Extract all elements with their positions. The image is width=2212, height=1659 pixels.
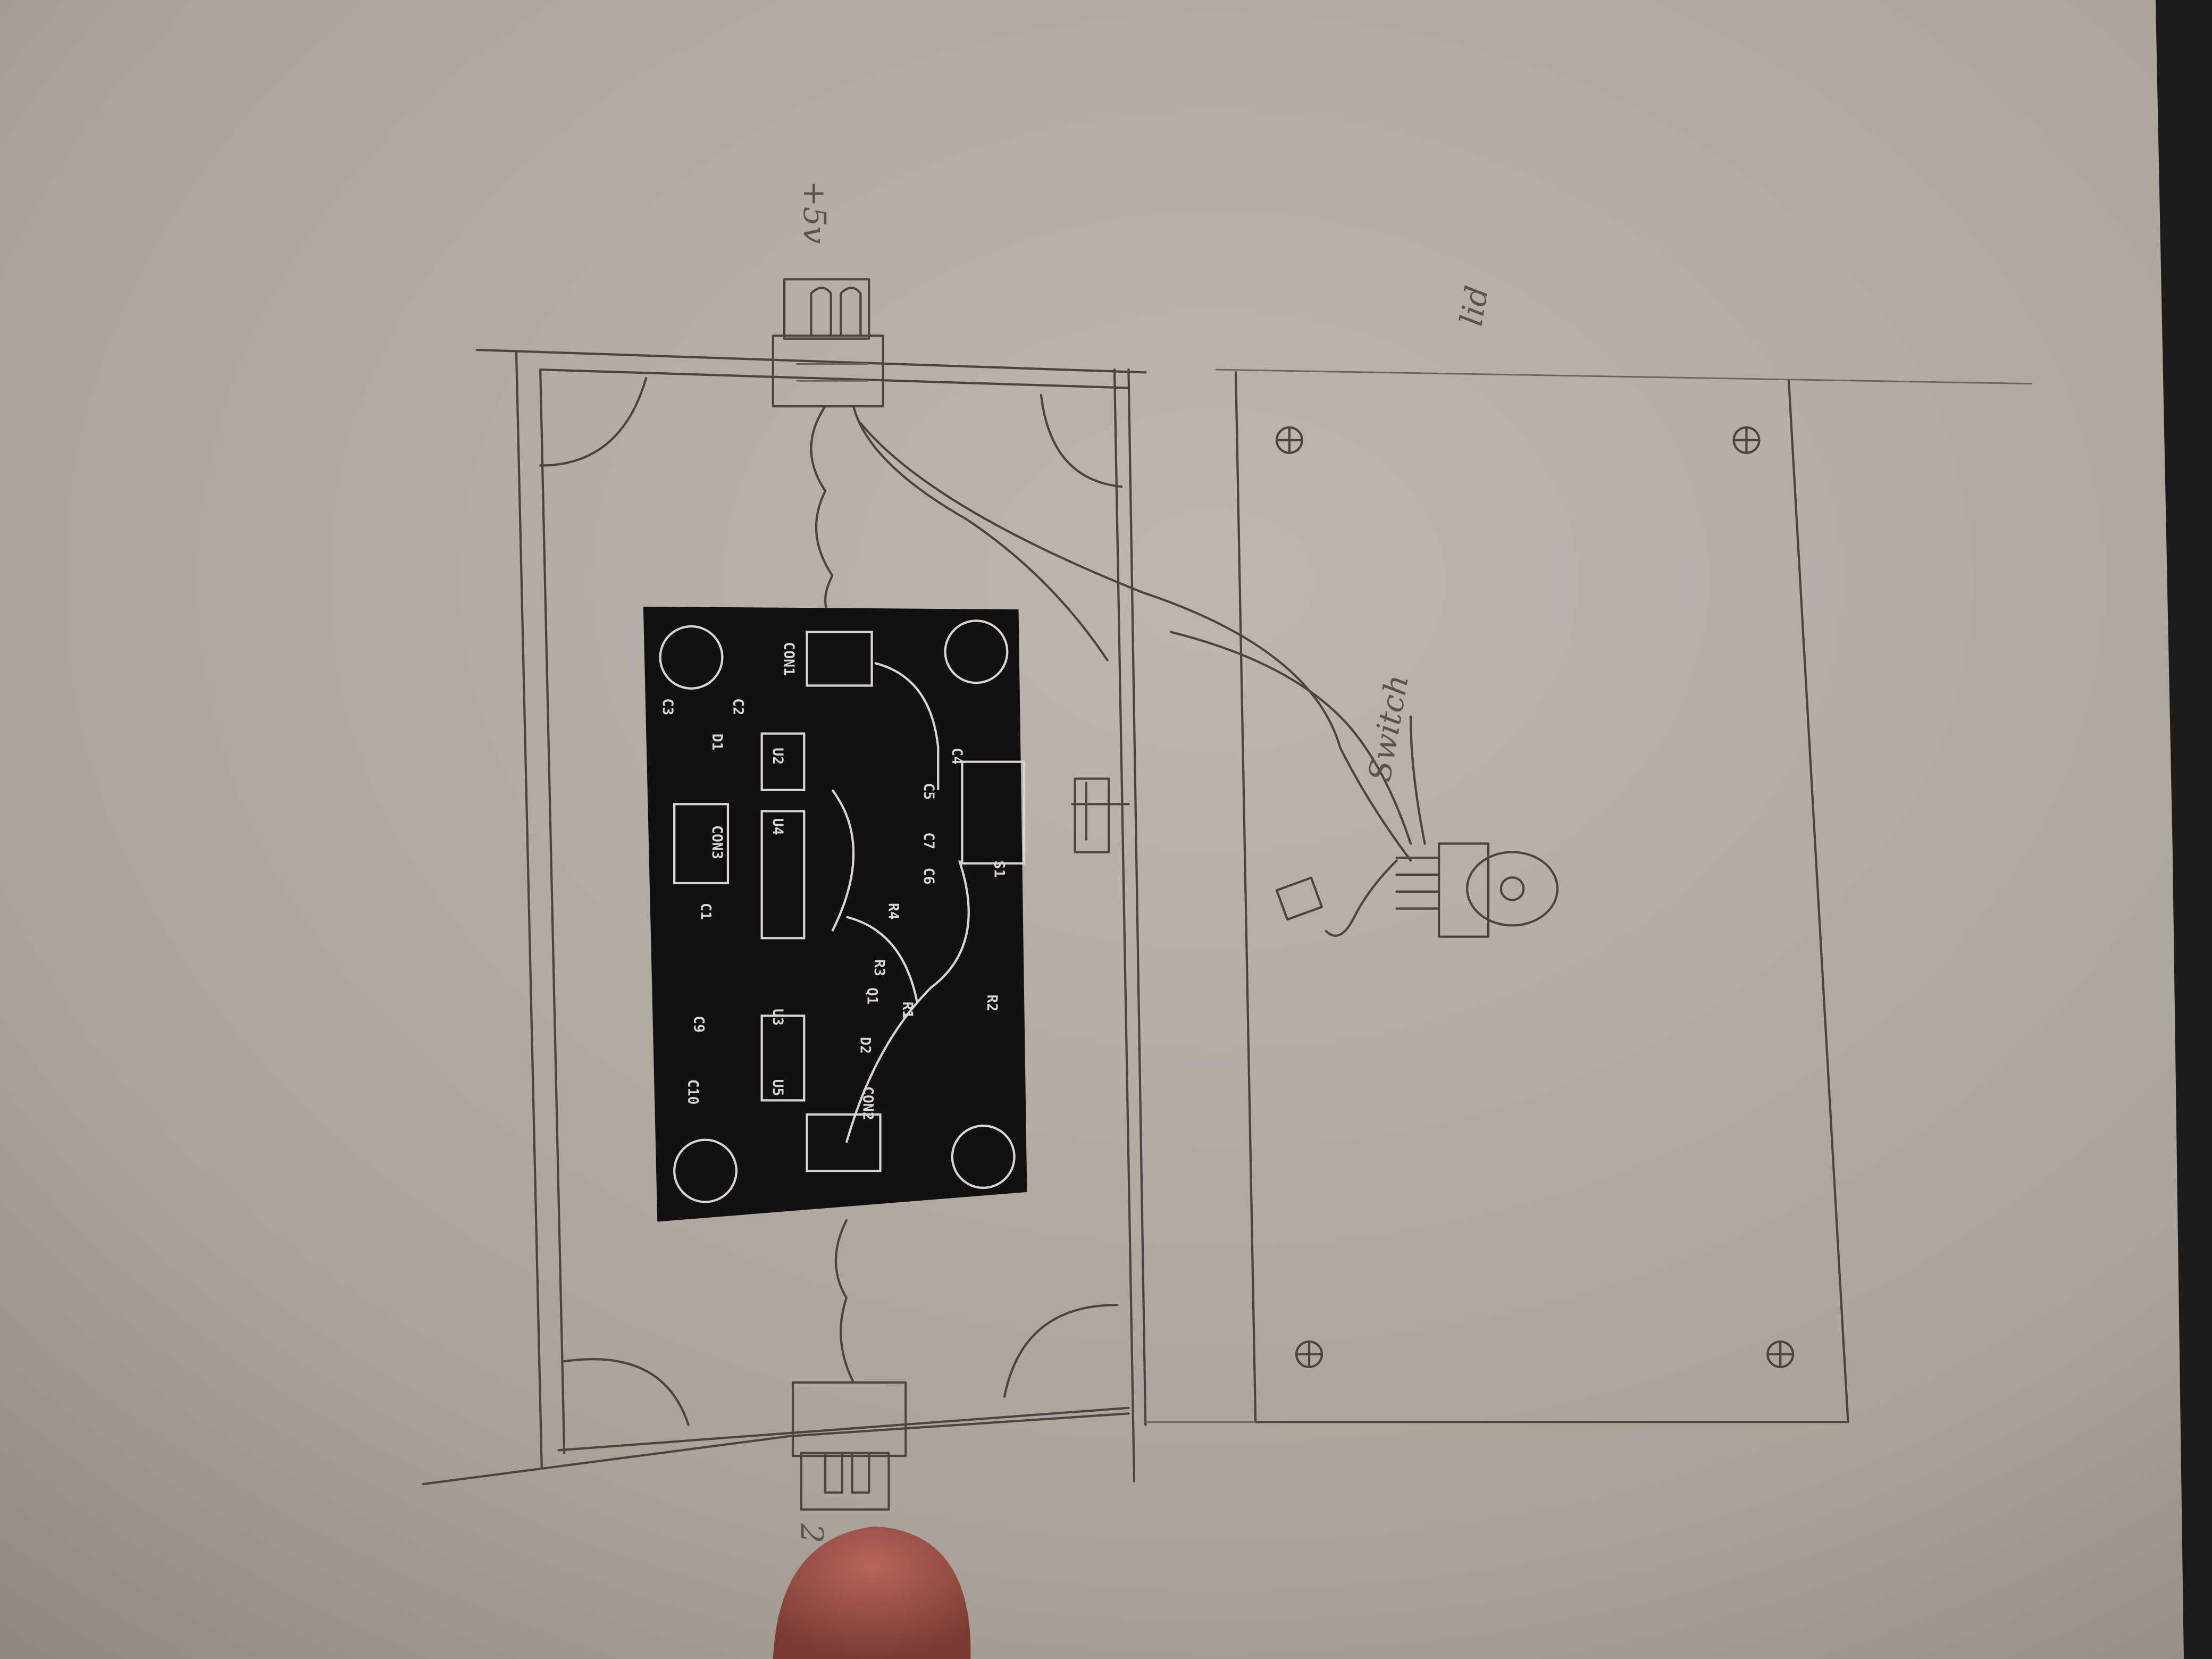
bottom-connector-drawing (791, 1219, 907, 1511)
pcb-silkscreen-label: CON3 (709, 825, 725, 859)
bottom-connector-label: 2 (794, 1523, 830, 1543)
screw-hole-icon (1275, 426, 1303, 454)
pcb-silkscreen-label: C7 (920, 832, 937, 849)
pcb-silkscreen-label: R1 (899, 1002, 916, 1019)
pcb-silkscreen-label: R4 (885, 903, 901, 920)
pcb-silkscreen-label: C3 (659, 698, 676, 715)
pcb-silkscreen-label: S1 (991, 860, 1007, 877)
pcb-silkscreen-label: R2 (984, 994, 1000, 1011)
pcb-silkscreen-label: CON2 (860, 1086, 876, 1120)
dark-edge (2155, 0, 2212, 1659)
pcb-silkscreen-label: U4 (769, 818, 786, 835)
enclosure-drawing (422, 348, 1147, 1486)
pcb-silkscreen-label: CON1 (781, 642, 797, 676)
pcb-silkscreen-label: D2 (857, 1037, 873, 1054)
screw-hole-icon (1732, 426, 1761, 454)
screw-hole-icon (1766, 1340, 1795, 1368)
pcb-silkscreen-label: C1 (698, 903, 714, 920)
top-connector-drawing (772, 278, 1412, 862)
pcb-silkscreen-label: C4 (949, 748, 965, 765)
pcb-silkscreen-label: Q1 (864, 987, 881, 1004)
switch-drawing (1071, 631, 1559, 938)
lid-label: lid (1453, 283, 1496, 329)
pcb-silkscreen-label: U3 (769, 1009, 786, 1026)
pcb-silkscreen-label: C10 (685, 1079, 701, 1105)
screw-hole-icon (1295, 1340, 1323, 1368)
pcb-silkscreen-label: U2 (769, 748, 786, 765)
pcb-silkscreen-label: C5 (920, 783, 937, 800)
pcb-silkscreen-label: C9 (690, 1016, 707, 1033)
finger (773, 1526, 971, 1659)
pcb-silkscreen-label: U5 (769, 1079, 786, 1096)
pcb-silkscreen-label: C6 (920, 868, 937, 885)
pcb-silkscreen-label: C2 (730, 698, 747, 715)
top-connector-label: +5v (797, 181, 833, 244)
lid-drawing (1144, 368, 2032, 1423)
pcb-silkscreen-label: D1 (709, 734, 725, 751)
pcb-silkscreen-label: R3 (871, 959, 887, 976)
